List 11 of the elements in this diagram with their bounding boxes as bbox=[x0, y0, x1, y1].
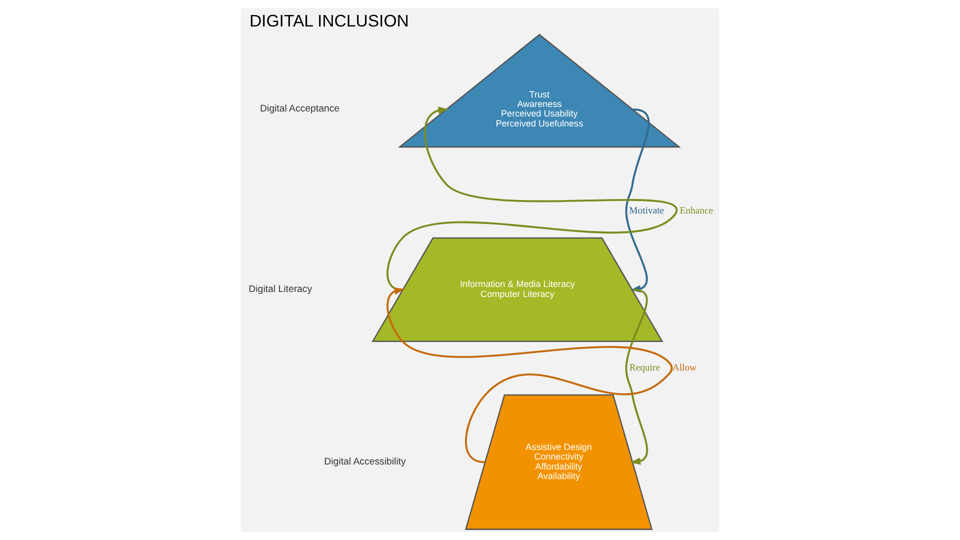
edge-label: Motivate bbox=[629, 205, 664, 216]
label: Digital Literacy bbox=[248, 284, 312, 295]
label: Digital Acceptance bbox=[260, 104, 340, 115]
label: Digital Accessibility bbox=[324, 456, 406, 468]
edge-label: Enhance bbox=[680, 205, 714, 216]
edge-label: Require bbox=[629, 362, 660, 374]
edge-label: Allow bbox=[672, 362, 697, 374]
arrow bbox=[386, 106, 676, 291]
arrow bbox=[386, 287, 672, 464]
arrow bbox=[625, 288, 648, 465]
diagram-title: DIGITAL INCLUSION bbox=[249, 12, 409, 31]
